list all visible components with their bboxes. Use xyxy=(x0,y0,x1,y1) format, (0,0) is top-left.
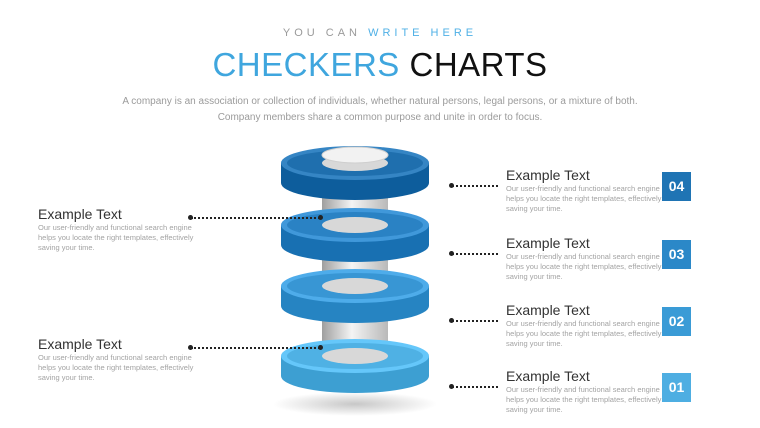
core-top-cap xyxy=(321,146,389,164)
kicker-highlight: WRITE HERE xyxy=(368,27,478,39)
connector-dot xyxy=(188,345,193,350)
item-description: Our user-friendly and functional search … xyxy=(506,252,662,281)
connector-dot xyxy=(449,384,454,389)
item-heading: Example Text xyxy=(506,368,590,384)
item-heading: Example Text xyxy=(506,302,590,318)
item-heading: Example Text xyxy=(506,167,590,183)
step-number-badge: 03 xyxy=(662,240,691,269)
connector-line xyxy=(452,386,498,388)
item-description: Our user-friendly and functional search … xyxy=(38,223,194,252)
connector-dot xyxy=(449,251,454,256)
kicker-text: YOU CAN xyxy=(282,27,369,39)
connector-dot xyxy=(449,318,454,323)
item-description: Our user-friendly and functional search … xyxy=(506,385,662,414)
connector-line xyxy=(452,320,498,322)
connector-line xyxy=(191,347,320,349)
core-hole xyxy=(322,217,388,233)
item-heading: Example Text xyxy=(38,336,122,352)
connector-line xyxy=(452,185,498,187)
item-description: Our user-friendly and functional search … xyxy=(506,184,662,213)
core-hole xyxy=(322,348,388,364)
connector-dot xyxy=(449,183,454,188)
core-hole xyxy=(322,278,388,294)
slide-subtitle: A company is an association or collectio… xyxy=(122,96,638,123)
item-heading: Example Text xyxy=(38,206,122,222)
title-dark-word: CHARTS xyxy=(409,46,548,83)
connector-dot xyxy=(318,345,323,350)
item-heading: Example Text xyxy=(506,235,590,251)
step-number-badge: 04 xyxy=(662,172,691,201)
title-blue-word: CHECKERS xyxy=(212,46,400,83)
base-shadow xyxy=(273,392,437,416)
connector-line xyxy=(452,253,498,255)
step-number-badge: 02 xyxy=(662,307,691,336)
connector-dot xyxy=(188,215,193,220)
item-description: Our user-friendly and functional search … xyxy=(38,353,194,382)
connector-dot xyxy=(318,215,323,220)
connector-line xyxy=(191,217,320,219)
slide-kicker: YOU CAN WRITE HERE xyxy=(0,27,760,39)
slide-title: CHECKERS CHARTS xyxy=(0,46,760,84)
item-description: Our user-friendly and functional search … xyxy=(506,319,662,348)
step-number-badge: 01 xyxy=(662,373,691,402)
